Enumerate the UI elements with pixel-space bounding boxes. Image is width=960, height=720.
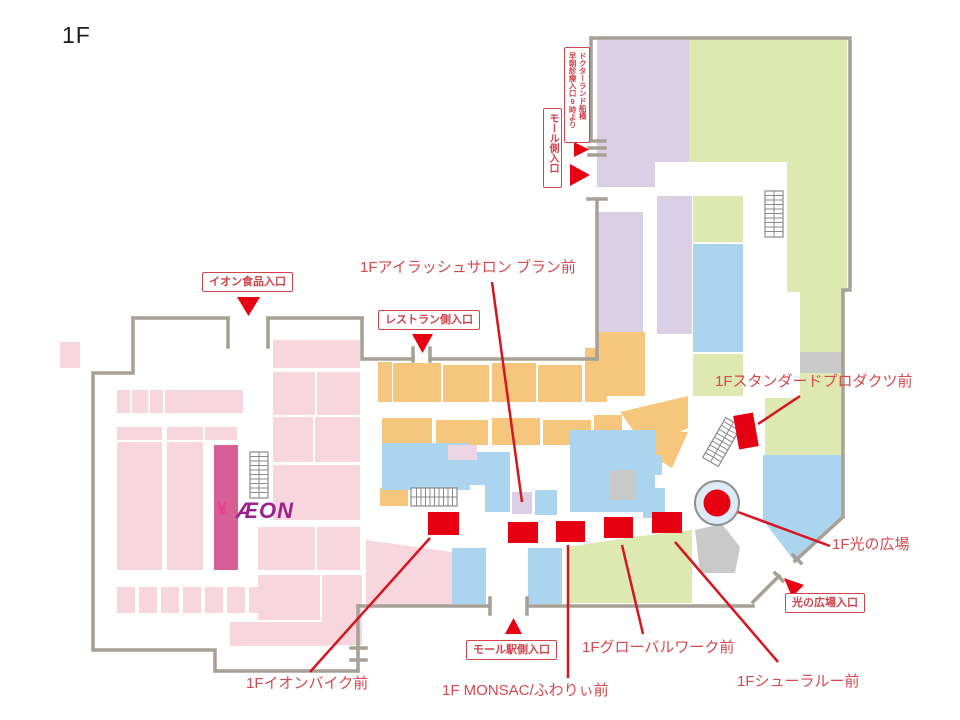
zone-aeon-supermarket (60, 340, 452, 646)
arrow-aeon-food (237, 297, 260, 316)
zone-gray-blocks (610, 352, 843, 573)
escalator-icon (410, 487, 458, 507)
escalator-icon (764, 190, 784, 238)
location-markers (428, 412, 759, 543)
marker-shoelaloo (652, 512, 682, 533)
location-label-aeon-bike: 1Fイオンバイク前 (246, 675, 369, 692)
arrow-restaurant-side (412, 334, 433, 353)
walls (91, 36, 852, 673)
zone-small-pink-strip (448, 445, 477, 460)
marker-global-work (604, 517, 633, 538)
page-title: 1F (62, 22, 91, 48)
marker-eyelash-salon (508, 522, 538, 543)
zone-shops-blue (382, 244, 843, 604)
escalator-icon (249, 451, 269, 499)
aeon-logo: ÆON (236, 498, 294, 523)
entrance-label-hikari-plaza: 光の広場入口 (785, 593, 865, 614)
arrow-hikari-plaza (784, 578, 804, 597)
entrance-arrows (237, 142, 804, 634)
location-label-global-work: 1Fグローバルワーク前 (582, 639, 735, 656)
entrance-label-doctor-land: ドクターランド船橋 早朝診療入口9時より (564, 47, 591, 143)
location-label-eyelash-salon: 1Fアイラッシュサロン ブラン前 (360, 259, 576, 276)
arrow-mall-station-side (505, 618, 522, 634)
marker-monsac (556, 521, 585, 542)
location-label-shoelaloo: 1Fシューラルー前 (737, 673, 860, 690)
entrance-label-aeon-food: イオン食品入口 (202, 272, 293, 293)
marker-aeon-bike (428, 512, 459, 535)
arrow-mall-side-upper (574, 142, 589, 157)
hikari-plaza-marker (694, 480, 740, 526)
location-label-hikari-plaza: 1F光の広場 (832, 536, 910, 553)
aeon-register-yen-symbol: ¥ (217, 499, 228, 519)
entrance-label-mall-side: モール側入口 (543, 108, 562, 188)
leader-lines (309, 281, 831, 678)
entrance-label-mall-station-side: モール駅側入口 (466, 640, 557, 661)
arrow-mall-side-lower (570, 164, 590, 186)
zone-shops-green (567, 37, 847, 603)
location-label-monsac: 1F MONSAC/ふわりぃ前 (442, 682, 609, 699)
entrance-label-restaurant-side: レストラン側入口 (378, 310, 480, 331)
location-label-standard-products: 1Fスタンダードプロダクツ前 (715, 373, 913, 390)
zone-aeon-register (214, 445, 238, 570)
marker-standard-products (733, 412, 759, 450)
